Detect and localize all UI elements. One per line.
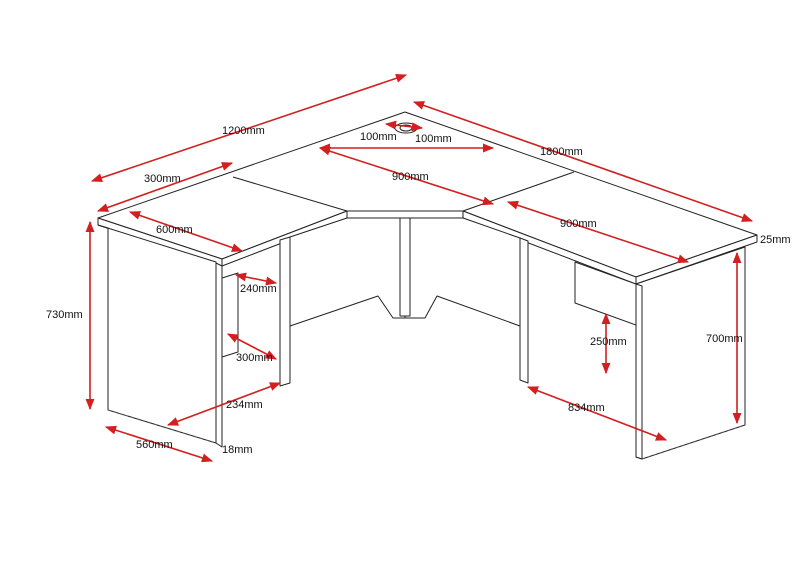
desk-structure: [97, 111, 758, 460]
dim-1800: [412, 101, 754, 222]
right-end-panel-face: [635, 283, 643, 460]
right-end-panel: [635, 246, 746, 460]
label-left-leg-width: 234mm: [226, 399, 263, 411]
label-right-leg-width: 834mm: [568, 402, 605, 414]
label-corner-span: 900mm: [392, 171, 429, 183]
dim-300-leg: [227, 333, 277, 360]
label-overall-height: 730mm: [46, 309, 83, 321]
inner-left-leg: [279, 236, 291, 387]
label-total-left: 1200mm: [222, 125, 265, 137]
dim-900-right: [506, 200, 690, 264]
left-modesty-panel: [221, 272, 239, 358]
label-panel-thickness: 18mm: [222, 444, 253, 456]
dim-240: [234, 272, 278, 286]
label-total-right: 1800mm: [540, 146, 583, 158]
label-panel-height: 700mm: [706, 333, 743, 345]
dim-560: [104, 425, 214, 463]
corner-leg: [399, 217, 411, 317]
cable-grommet-icon: [394, 122, 418, 134]
dimension-labels: 1200mm 1800mm 300mm 100mm 100mm 900mm 60…: [46, 125, 791, 456]
label-grommet-right: 100mm: [415, 133, 452, 145]
dim-834: [526, 386, 668, 441]
left-end-panel-face: [215, 262, 223, 448]
label-modesty-height: 250mm: [590, 336, 627, 348]
dim-grommet: [384, 120, 424, 132]
back-modesty-panel: [289, 217, 406, 327]
label-modesty-depth: 240mm: [240, 283, 277, 295]
label-top-thickness: 25mm: [760, 234, 791, 246]
dim-234: [166, 382, 282, 426]
label-grommet-left: 100mm: [360, 131, 397, 143]
dimension-lines: [85, 73, 754, 463]
right-end-edge: [635, 234, 758, 285]
inner-right-leg: [519, 237, 529, 384]
label-return-depth-top: 300mm: [144, 173, 181, 185]
back-modesty-panel-right: [404, 217, 521, 327]
dim-600: [128, 211, 244, 252]
corner-chamfer: [346, 210, 464, 219]
dim-300-top: [96, 162, 234, 212]
label-left-base: 560mm: [136, 439, 173, 451]
left-end-panel: [97, 224, 217, 444]
label-right-span: 900mm: [560, 218, 597, 230]
label-leg-gap: 300mm: [236, 352, 273, 364]
label-left-depth: 600mm: [156, 224, 193, 236]
dim-900-diag: [318, 146, 495, 206]
